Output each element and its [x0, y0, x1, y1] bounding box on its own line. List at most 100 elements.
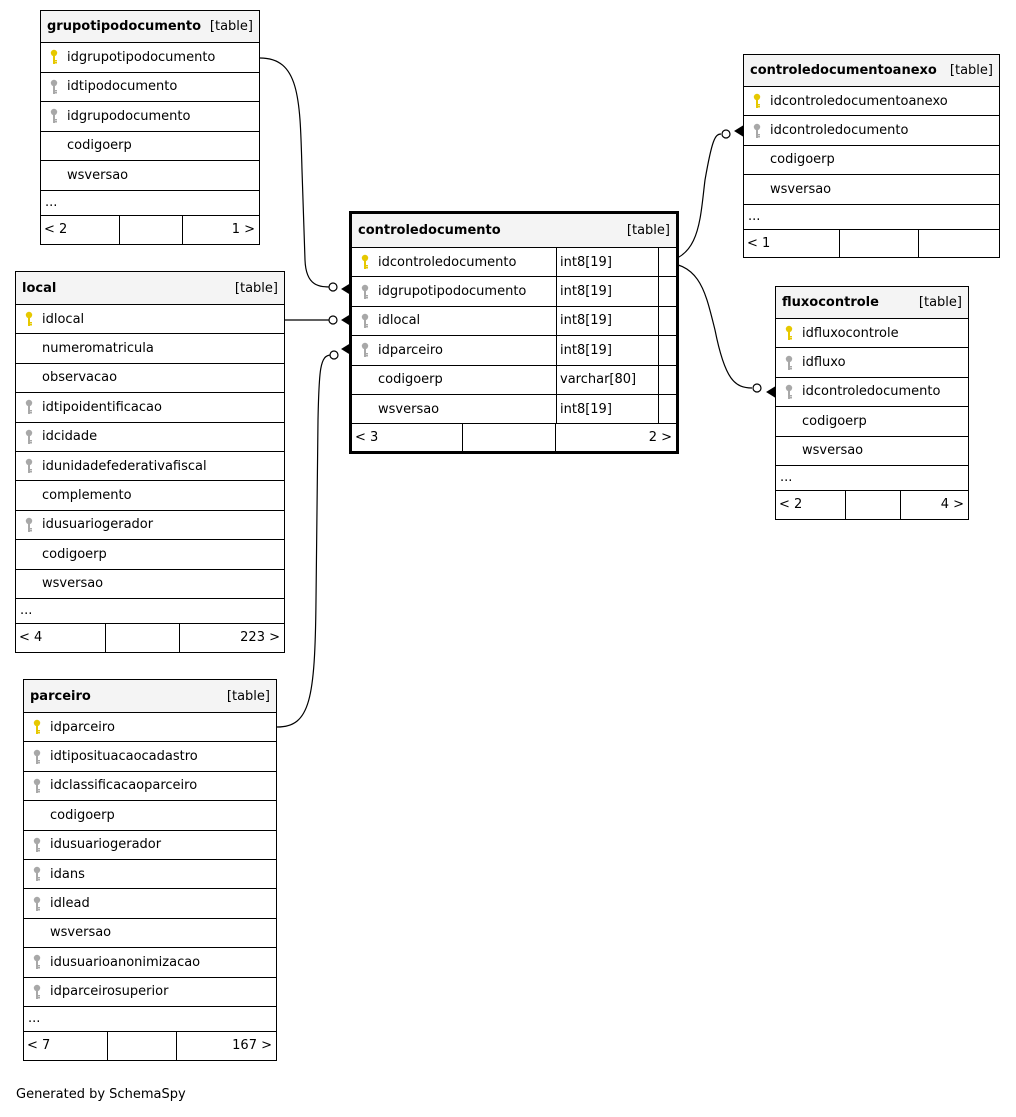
column-name-cell: wsversao [352, 395, 556, 423]
parent-count[interactable]: < 3 [355, 430, 379, 446]
foreign-key-icon [24, 954, 50, 970]
column-row: complemento [16, 481, 284, 511]
primary-key-icon [744, 93, 770, 109]
column-name: idparceiro [378, 342, 443, 358]
column-row: idlead [24, 889, 276, 919]
foreign-key-icon [24, 984, 50, 1000]
column-name-cell: idlead [24, 889, 90, 917]
column-name: idusuariogerador [42, 517, 154, 533]
column-row: idcontroledocumento [744, 116, 999, 146]
column-row: wsversao [16, 570, 284, 599]
column-name: idclassificacaoparceiro [50, 778, 198, 794]
child-count[interactable]: 2 > [648, 430, 672, 446]
column-row: idgrupodocumento [41, 102, 259, 132]
link-crow-marker [766, 386, 776, 398]
column-spacer [658, 277, 676, 306]
column-name-cell: observacao [16, 364, 117, 392]
column-row: idtipodocumento [41, 73, 259, 102]
table-footer: < 4 223 > [16, 623, 284, 652]
column-row: idtiposituacaocadastro [24, 742, 276, 772]
column-name-cell: idgrupodocumento [41, 102, 190, 131]
column-name: codigoerp [50, 807, 115, 823]
column-name: idlead [50, 896, 90, 912]
table-controledocumentoanexo[interactable]: controledocumentoanexo [table] idcontrol… [743, 54, 1000, 258]
column-name-cell: idparceiro [24, 713, 115, 741]
table-controledocumento[interactable]: controledocumento [table] idcontroledocu… [349, 211, 679, 455]
foreign-key-icon [776, 384, 802, 400]
column-name: idfluxocontrole [802, 325, 899, 341]
child-count[interactable]: 167 > [232, 1038, 272, 1054]
foreign-key-icon [16, 429, 42, 445]
parent-count[interactable]: < 4 [19, 630, 43, 646]
primary-key-icon [352, 254, 378, 270]
foreign-key-icon [16, 399, 42, 415]
foreign-key-icon [776, 355, 802, 371]
column-name-cell: complemento [16, 481, 132, 509]
column-name-cell: idcontroledocumento [744, 116, 908, 144]
footer-spacer [845, 490, 901, 519]
column-name: idlocal [378, 313, 421, 329]
primary-key-icon [41, 49, 67, 65]
column-name-cell: idgrupotipodocumento [352, 277, 556, 305]
foreign-key-icon [24, 778, 50, 794]
column-row: idunidadefederativafiscal [16, 452, 284, 482]
column-row: idans [24, 860, 276, 890]
column-name-cell: wsversao [744, 175, 831, 203]
column-name-cell: idusuarioanonimizacao [24, 948, 200, 976]
column-type: int8[19] [556, 277, 658, 306]
column-name: wsversao [42, 576, 104, 592]
parent-count[interactable]: < 2 [779, 497, 803, 513]
column-name-cell: idtiposituacaocadastro [24, 742, 198, 770]
more-columns-ellipsis: ... [24, 1007, 276, 1032]
column-spacer [658, 336, 676, 365]
table-footer: < 2 4 > [776, 490, 968, 519]
column-name: idfluxo [802, 355, 846, 371]
child-count[interactable]: 1 > [231, 222, 255, 237]
column-type: int8[19] [556, 336, 658, 365]
parent-count[interactable]: < 7 [27, 1038, 51, 1054]
column-name: codigoerp [802, 413, 867, 429]
child-count[interactable]: 4 > [940, 497, 964, 513]
column-name-cell: idlocal [16, 305, 84, 333]
column-name: idusuarioanonimizacao [50, 954, 201, 970]
column-row: numeromatricula [16, 334, 284, 364]
column-spacer [658, 306, 676, 336]
more-columns-ellipsis: ... [16, 599, 284, 624]
footer-spacer [462, 424, 556, 452]
table-header: controledocumento [table] [352, 214, 676, 248]
column-name: complemento [42, 488, 132, 504]
column-row: wsversao [776, 437, 968, 466]
parent-count[interactable]: < 1 [747, 235, 771, 251]
table-name: controledocumentoanexo [750, 63, 937, 78]
parent-count[interactable]: < 2 [44, 222, 68, 237]
column-row: idfluxo [776, 348, 968, 378]
table-grupotipodocumento[interactable]: grupotipodocumento [table] idgrupotipodo… [40, 10, 260, 245]
column-row: idgrupotipodocumento [41, 43, 259, 73]
column-name: idans [50, 866, 85, 882]
table-header: grupotipodocumento [table] [41, 11, 259, 43]
column-name-cell: idtipoidentificacao [16, 393, 162, 421]
table-tag: [table] [234, 280, 278, 296]
column-name-cell: idcontroledocumentoanexo [744, 87, 948, 115]
child-count[interactable]: 223 > [240, 630, 280, 646]
column-name-cell: numeromatricula [16, 334, 154, 362]
column-name-cell: idclassificacaoparceiro [24, 772, 197, 800]
foreign-key-icon [16, 517, 42, 533]
more-columns-ellipsis: ... [41, 191, 259, 216]
column-name-cell: wsversao [41, 161, 128, 190]
column-name: codigoerp [42, 546, 107, 562]
column-name-cell: idlocal [352, 307, 556, 335]
column-name-cell: idfluxocontrole [776, 319, 899, 347]
child-count[interactable] [919, 230, 999, 257]
column-row: idtipoidentificacao [16, 393, 284, 423]
column-row: idclassificacaoparceiro [24, 772, 276, 802]
column-name: idparceiro [50, 719, 115, 735]
column-name-cell: codigoerp [744, 146, 835, 174]
column-name: idcontroledocumento [802, 384, 941, 400]
